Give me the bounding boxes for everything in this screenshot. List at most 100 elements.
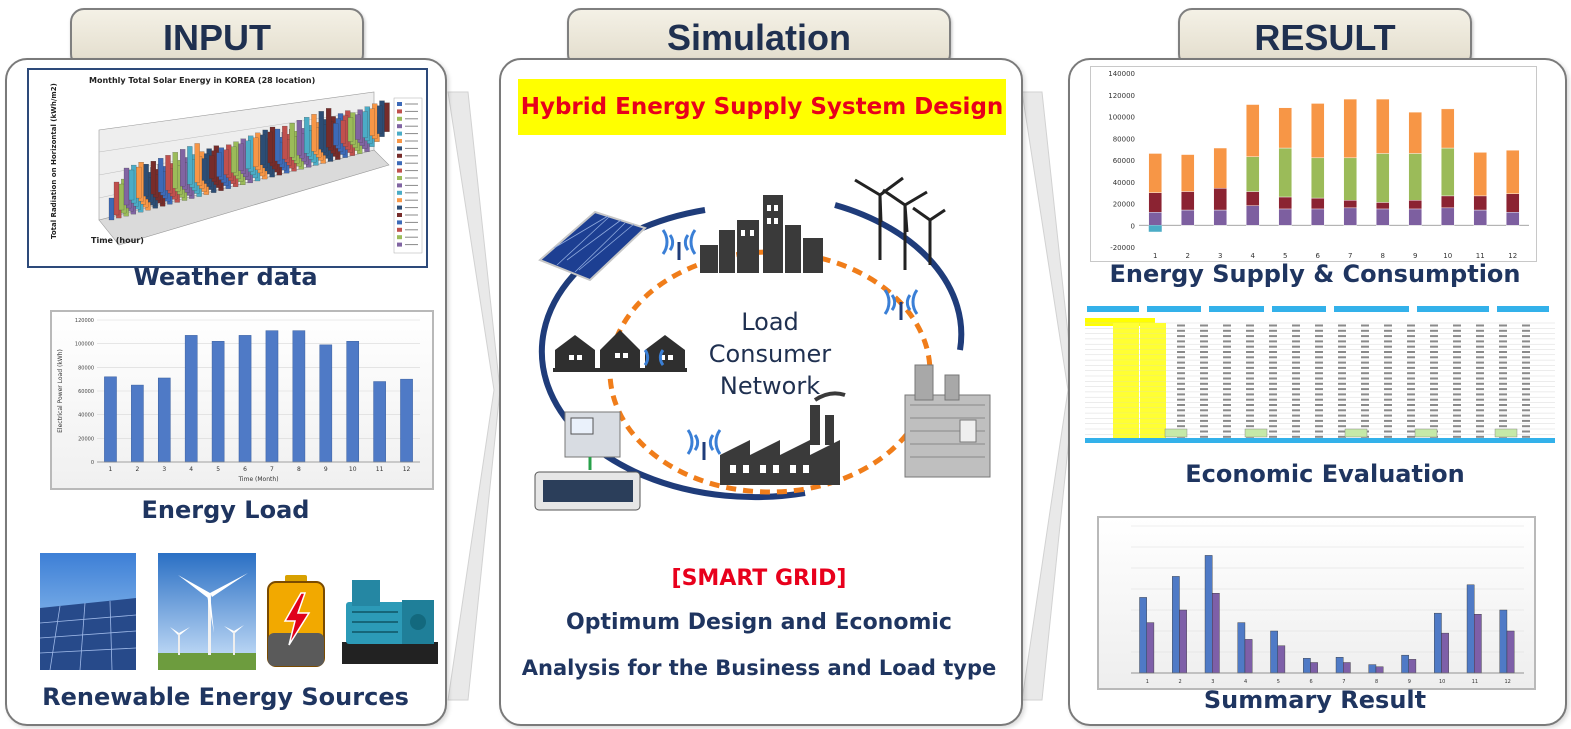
summary-bar xyxy=(1277,645,1286,674)
supply-bar-segment xyxy=(1213,147,1227,189)
city-buildings-icon xyxy=(700,195,823,273)
summary-x-tick: 8 xyxy=(1375,679,1378,685)
load-bar xyxy=(373,381,386,463)
summary-x-tick: 4 xyxy=(1244,679,1247,685)
summary-bar xyxy=(1204,555,1213,674)
supply-bar-segment xyxy=(1376,208,1390,226)
summary-x-tick: 7 xyxy=(1342,679,1345,685)
renewable-caption: Renewable Energy Sources xyxy=(42,683,409,711)
battery-icon xyxy=(267,575,325,667)
summary-bar xyxy=(1368,664,1377,674)
summary-x-tick: 3 xyxy=(1211,679,1214,685)
supply-bar-segment xyxy=(1441,147,1455,197)
wind-turbines-icon xyxy=(854,176,946,270)
economic-evaluation-table xyxy=(1085,305,1555,453)
generator-photo xyxy=(342,580,438,664)
supply-y-tick: 100000 xyxy=(1108,114,1135,122)
supply-y-tick: 60000 xyxy=(1113,157,1135,165)
supply-bar-segment xyxy=(1148,211,1162,226)
summary-bar xyxy=(1212,592,1220,674)
supply-y-tick: 140000 xyxy=(1108,70,1135,78)
supply-y-tick: 40000 xyxy=(1113,179,1135,187)
supply-x-tick: 8 xyxy=(1381,252,1385,260)
design-banner: Hybrid Energy Supply System Design xyxy=(518,79,1006,135)
load-x-axis-label: Time (Month) xyxy=(237,476,278,483)
supply-bar-segment xyxy=(1408,111,1422,154)
flow-arrow-2 xyxy=(1021,91,1075,701)
summary-bar xyxy=(1270,630,1278,674)
supply-bar-segment xyxy=(1473,152,1487,197)
summary-caption: Summary Result xyxy=(1203,686,1427,714)
supply-x-tick: 9 xyxy=(1413,252,1417,260)
load-x-tick: 9 xyxy=(324,466,328,473)
supply-bar-segment xyxy=(1473,195,1487,211)
summary-bar xyxy=(1335,657,1344,674)
supply-bar-segment xyxy=(1343,98,1357,159)
load-y-axis-label: Electrical Power Load (kWh) xyxy=(57,349,64,433)
supply-y-tick: -20000 xyxy=(1110,244,1135,252)
supply-x-tick: 5 xyxy=(1283,252,1287,260)
load-bar xyxy=(238,335,252,463)
load-bar xyxy=(131,384,144,463)
weather-chart: Monthly Total Solar Energy in KOREA (28 … xyxy=(27,68,428,268)
load-bar xyxy=(265,330,279,463)
supply-bar-segment xyxy=(1408,153,1422,201)
load-y-tick: 0 xyxy=(91,460,94,466)
supply-bar-segment xyxy=(1246,156,1260,192)
supply-x-tick: 1 xyxy=(1153,252,1157,260)
supply-bar-segment xyxy=(1343,200,1357,209)
summary-bar xyxy=(1506,630,1515,674)
supply-x-tick: 6 xyxy=(1316,252,1321,260)
summary-bar xyxy=(1179,609,1187,674)
supply-bar-segment xyxy=(1148,225,1162,232)
supply-bar-segment xyxy=(1408,200,1422,210)
load-y-tick: 20000 xyxy=(78,436,94,442)
summary-bar xyxy=(1466,584,1475,674)
summary-x-tick: 1 xyxy=(1146,679,1149,685)
load-x-tick: 7 xyxy=(270,466,274,473)
load-bar xyxy=(157,377,171,463)
summary-x-tick: 12 xyxy=(1504,679,1510,685)
network-label-line3: Network xyxy=(720,372,820,400)
summary-bar xyxy=(1343,662,1351,674)
weather-x-axis-label: Time (hour) xyxy=(91,236,144,245)
summary-bar xyxy=(1499,609,1508,674)
network-label-line2: Consumer xyxy=(709,340,832,368)
supply-y-tick: 80000 xyxy=(1113,135,1135,143)
supply-bar-segment xyxy=(1506,211,1520,226)
summary-bar xyxy=(1441,632,1449,674)
supply-bar-segment xyxy=(1148,192,1162,213)
supply-bar-segment xyxy=(1441,207,1455,226)
supply-x-tick: 4 xyxy=(1251,252,1256,260)
result-header: RESULT xyxy=(1254,17,1396,58)
supply-caption: Energy Supply & Consumption xyxy=(1109,260,1521,288)
load-bar xyxy=(346,341,360,463)
load-y-tick: 60000 xyxy=(78,389,94,395)
weather-chart-title: Monthly Total Solar Energy in KOREA (28 … xyxy=(89,76,316,85)
load-y-tick: 40000 xyxy=(78,413,94,419)
load-x-tick: 5 xyxy=(216,466,220,473)
economic-caption: Economic Evaluation xyxy=(1185,460,1465,488)
supply-bar-segment xyxy=(1181,154,1195,192)
supply-x-tick: 7 xyxy=(1348,252,1352,260)
supply-bar-segment xyxy=(1343,157,1357,201)
load-x-tick: 4 xyxy=(189,466,193,473)
summary-bar xyxy=(1303,658,1311,674)
description-line2: Analysis for the Business and Load type xyxy=(521,656,997,680)
load-y-tick: 80000 xyxy=(78,365,94,371)
load-bar xyxy=(292,330,306,463)
energy-load-caption: Energy Load xyxy=(141,496,310,524)
supply-bar-segment xyxy=(1408,208,1422,226)
supply-bar-segment xyxy=(1311,157,1325,199)
load-x-tick: 6 xyxy=(243,466,247,473)
load-x-tick: 11 xyxy=(376,466,384,473)
smart-grid-label: [SMART GRID] xyxy=(671,566,847,591)
summary-x-tick: 9 xyxy=(1408,679,1411,685)
supply-bar-segment xyxy=(1246,104,1260,157)
supply-bar-segment xyxy=(1343,207,1357,226)
load-bar xyxy=(104,376,117,463)
supply-bar-segment xyxy=(1278,196,1292,210)
load-y-tick: 120000 xyxy=(75,318,94,324)
supply-bar-segment xyxy=(1441,195,1455,209)
